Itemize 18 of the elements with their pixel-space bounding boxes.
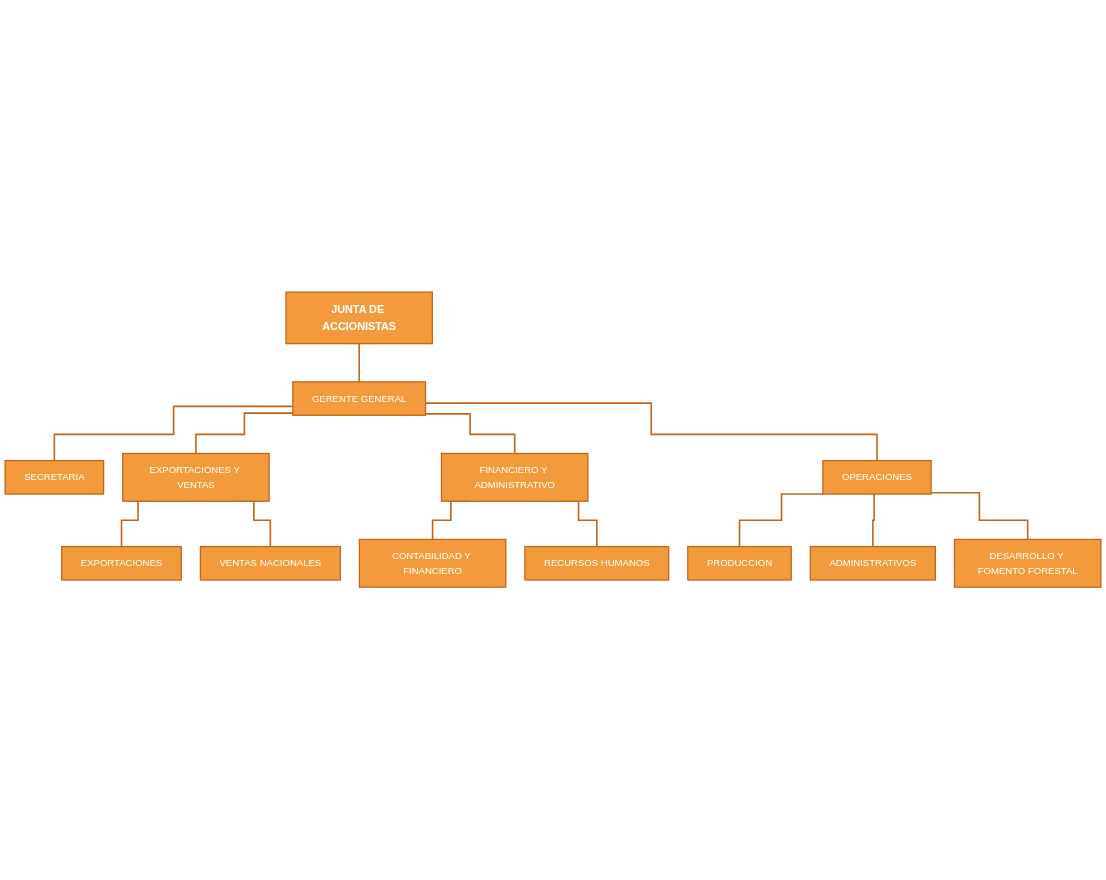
connector xyxy=(872,493,877,548)
node-box: JUNTA DE ACCIONISTAS xyxy=(285,291,433,345)
connector xyxy=(358,343,360,384)
node-box: RECURSOS HUMANOS xyxy=(524,546,670,581)
node-box: ADMINISTRATIVOS xyxy=(809,546,936,581)
node-box: PRODUCCION xyxy=(687,546,792,581)
connector xyxy=(424,402,878,462)
node-box: FINANCIERO Y ADMINISTRATIVO xyxy=(440,453,589,503)
node-box: OPERACIONES xyxy=(822,460,932,496)
node-box: CONTABILIDAD Y FINANCIERO xyxy=(358,539,507,589)
node-box: DESARROLLO Y FOMENTO FORESTAL xyxy=(953,539,1102,589)
node-box: GERENTE GENERAL xyxy=(292,381,427,417)
connector xyxy=(424,413,516,455)
connector xyxy=(930,492,1029,541)
node-box: SECRETARIA xyxy=(4,460,105,496)
node-box: EXPORTACIONES Y VENTAS xyxy=(122,453,270,503)
node-box: VENTAS NACIONALES xyxy=(199,546,341,581)
node-box: EXPORTACIONES xyxy=(61,546,182,581)
